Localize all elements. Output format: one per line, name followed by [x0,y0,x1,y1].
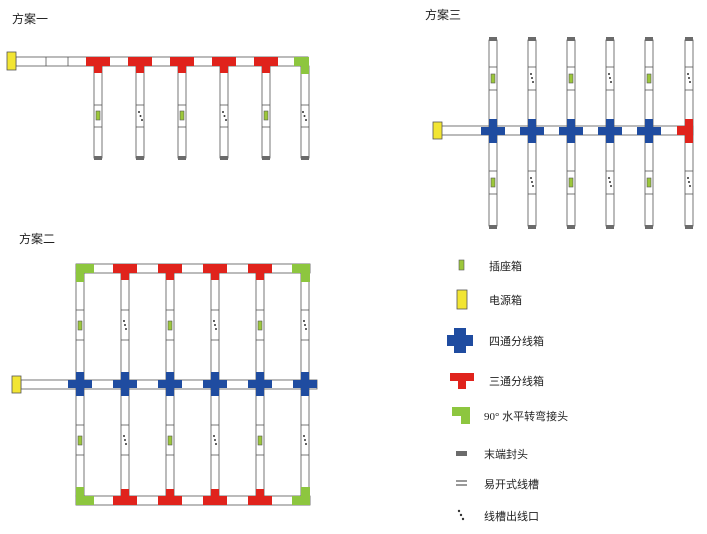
scheme-3-title: 方案三 [425,8,462,22]
trunking-outlet-icon [457,509,465,521]
legend-label-open-trunking: 易开式线槽 [484,479,539,491]
legend-label-trunking-outlet: 线槽出线口 [484,511,539,523]
end-cap-icon [456,451,467,456]
legend-label-end-cap: 末端封头 [484,449,528,461]
legend-label-power-box: 电源箱 [489,295,522,307]
scheme-2-diagram [11,263,318,506]
power-box-icon [456,289,468,310]
four-way-box-icon [447,328,473,353]
elbow-90-icon [452,407,470,424]
scheme-1-title: 方案一 [12,12,49,26]
legend [447,259,474,521]
socket-box-icon [458,259,465,271]
scheme-2-title: 方案二 [19,232,56,246]
legend-label-four-way-box: 四通分线箱 [489,336,544,348]
legend-label-socket-box: 插座箱 [489,261,522,273]
scheme-3-diagram [432,37,694,229]
power-box-icon [6,51,17,71]
legend-label-three-way-box: 三通分线箱 [489,376,544,388]
three-way-box-icon [450,373,474,389]
open-trunking-icon [456,480,467,486]
legend-label-elbow-90: 90° 水平转弯接头 [484,411,569,423]
scheme-1-diagram [6,51,310,160]
